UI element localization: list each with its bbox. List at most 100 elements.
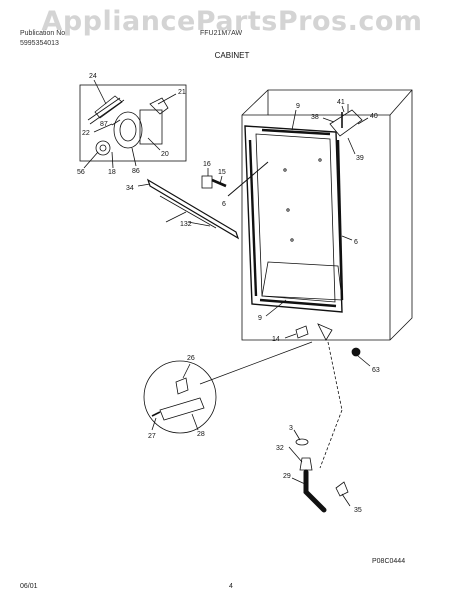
leader-21 [157,93,177,105]
callout-16: 16 [203,161,211,168]
callout-26: 26 [187,355,195,362]
detail-bracket [159,397,205,421]
leader-9-bottom [265,299,287,317]
leader-132b [187,221,211,227]
breaker-strip-left [248,139,258,297]
inset-box [79,84,187,162]
breaker-frame-inner [255,133,336,303]
leader-132a [165,211,187,223]
leader-29 [291,477,306,485]
leader-41 [341,105,345,113]
drain-fitting [299,457,313,471]
latch-block [201,175,213,189]
screw-4 [318,158,322,162]
leveler-part [295,325,309,339]
breaker-strip-top [261,128,331,136]
leader-34 [137,183,151,187]
leader-18 [111,151,114,169]
callout-39: 39 [356,155,364,162]
callout-15: 15 [218,169,226,176]
callout-38: 38 [311,114,319,121]
detail-connector [199,341,313,385]
light-bulb-center [99,144,107,152]
model-number: FFU21M7AW [200,30,243,37]
leader-39 [347,137,356,155]
callout-87: 87 [100,121,108,128]
leader-15 [219,175,223,185]
callout-20: 20 [161,151,169,158]
callout-56: 56 [77,169,85,176]
leader-26 [182,363,191,379]
tube-clip [335,481,349,497]
callout-132: 132 [180,221,192,228]
leader-87 [111,119,121,126]
callout-63: 63 [372,367,380,374]
screw-3 [290,238,294,242]
callout-28: 28 [197,431,205,438]
leader-6-right [341,235,353,241]
publication-label: Publication No [20,30,66,37]
socket-housing [113,111,143,149]
leader-63 [357,355,371,367]
drain-cap [295,438,309,446]
bracket-plate [94,95,123,119]
detail-screw [151,411,161,417]
mount-strip-2 [89,99,125,125]
leader-35 [341,493,351,507]
latch-pin [211,178,227,188]
lower-hinge [317,323,333,341]
leader-24 [93,79,107,105]
leader-3 [293,429,301,441]
publication-number: 5995354013 [20,40,59,47]
drawing-code: P08C0444 [372,558,406,565]
rod-6-top [227,161,269,197]
lower-panel [261,261,343,301]
callout-29: 29 [283,473,291,480]
leader-28 [191,413,199,431]
trim-strip [146,178,240,240]
screw-1 [283,168,287,172]
leader-9-top [291,109,297,131]
detail-circle [143,360,217,434]
callout-6-left: 6 [222,201,226,208]
callout-3: 3 [289,425,293,432]
callout-32: 32 [276,445,284,452]
callout-22: 22 [82,130,90,137]
trim-screw-line [159,195,217,229]
leader-32 [288,446,303,463]
leader-22 [93,123,113,133]
mount-strip [87,97,121,121]
callout-14: 14 [272,336,280,343]
leader-86 [131,147,137,167]
screw-63 [351,347,361,357]
leader-20 [147,137,161,151]
socket-inner [119,118,137,142]
callout-9-bottom: 9 [258,315,262,322]
drain-tube [303,469,327,513]
footer-page: 4 [229,583,233,590]
section-title: CABINET [214,51,250,60]
callout-21: 21 [178,89,186,96]
callout-41: 41 [337,99,345,106]
leader-38 [322,117,335,123]
leader-27 [151,417,157,431]
detail-nut [175,377,189,395]
callout-24: 24 [89,73,97,80]
callout-18: 18 [108,169,116,176]
switch-part [149,97,169,115]
socket-body [139,109,163,145]
hinge-plate [329,109,363,137]
light-bulb [95,140,111,156]
breaker-frame-outer [244,125,343,313]
leader-40 [357,117,369,125]
callout-86: 86 [132,168,140,175]
callout-9-top: 9 [296,103,300,110]
leader-14 [284,333,297,339]
breaker-strip-bottom [259,298,337,308]
watermark-text: AppliancePartsPros.com [41,6,423,37]
breaker-strip-right [336,139,344,301]
callout-27: 27 [148,433,156,440]
screw-2 [286,208,290,212]
callout-34: 34 [126,185,134,192]
